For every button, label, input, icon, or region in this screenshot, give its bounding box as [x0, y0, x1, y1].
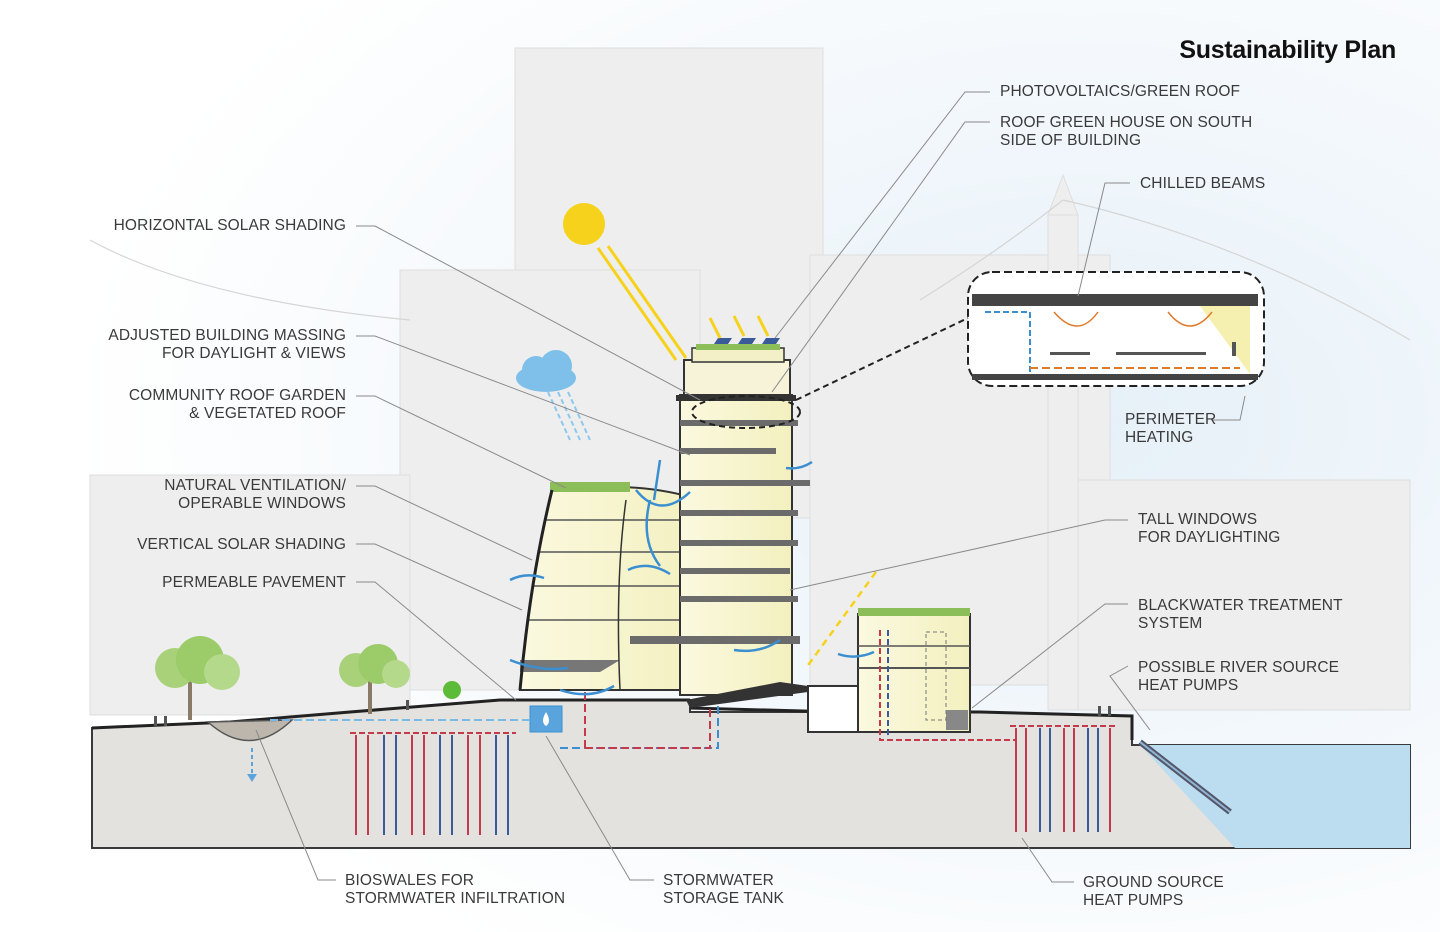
west-curved-building: [518, 482, 701, 691]
bioswale: [206, 719, 294, 742]
label-ground-source: GROUND SOURCE HEAT PUMPS: [1083, 874, 1224, 909]
label-stormwater-tank: STORMWATER STORAGE TANK: [663, 872, 784, 907]
label-natural-ventilation: NATURAL VENTILATION/ OPERABLE WINDOWS: [164, 477, 346, 512]
page-title: Sustainability Plan: [1179, 36, 1396, 64]
label-adjusted-massing: ADJUSTED BUILDING MASSING FOR DAYLIGHT &…: [108, 327, 346, 362]
grade-line: [91, 698, 690, 730]
geothermal-wells-east: [1010, 725, 1116, 832]
river: [1140, 745, 1410, 848]
label-vertical-solar-shading: VERTICAL SOLAR SHADING: [137, 536, 346, 553]
label-tall-windows: TALL WINDOWS FOR DAYLIGHTING: [1138, 511, 1281, 546]
rain-cloud-icon: [516, 350, 591, 441]
label-roof-green-house: ROOF GREEN HOUSE ON SOUTH SIDE OF BUILDI…: [1000, 114, 1253, 149]
label-photovoltaics: PHOTOVOLTAICS/GREEN ROOF: [1000, 83, 1241, 100]
east-building: [807, 608, 1016, 741]
label-blackwater: BLACKWATER TREATMENT SYSTEM: [1138, 597, 1343, 632]
leader-lines: [255, 91, 1246, 883]
trees: [155, 636, 410, 720]
label-bioswales: BIOSWALES FOR STORMWATER INFILTRATION: [345, 872, 566, 907]
label-horizontal-solar-shading: HORIZONTAL SOLAR SHADING: [113, 217, 346, 234]
plaza-ramp: [686, 682, 808, 708]
label-river-heat-pumps: POSSIBLE RIVER SOURCE HEAT PUMPS: [1138, 659, 1340, 694]
airflow-arrows: [509, 459, 875, 696]
reflected-daylight: [804, 571, 878, 669]
bridge-cables: [89, 199, 1411, 341]
label-perimeter-heating: PERIMETER HEATING: [1125, 411, 1217, 446]
grade-line-east: [689, 706, 1134, 740]
bike-path-icon: [443, 681, 461, 699]
sun-rays: [596, 245, 770, 361]
sun-icon: [563, 203, 605, 245]
label-chilled-beams: CHILLED BEAMS: [1140, 175, 1266, 192]
chilled-beam-callout: [691, 271, 1265, 429]
geothermal-wells-west: [350, 732, 516, 835]
label-community-roof-garden: COMMUNITY ROOF GARDEN & VEGETATED ROOF: [128, 387, 346, 422]
label-permeable-pavement: PERMEABLE PAVEMENT: [162, 574, 346, 591]
people: [154, 342, 1236, 726]
